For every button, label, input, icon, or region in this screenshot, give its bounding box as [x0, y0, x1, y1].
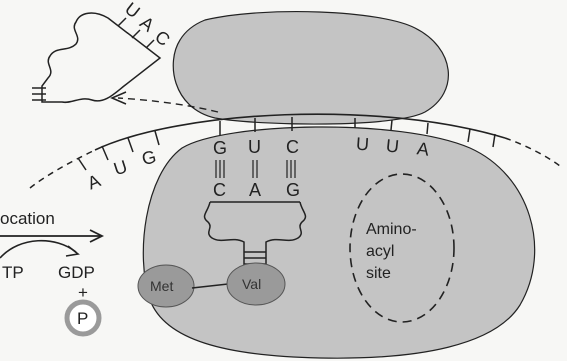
phosphate-label: P [77, 309, 88, 328]
codon-3-base-2: U [385, 135, 400, 156]
mrna-strand-left-dashed [29, 149, 96, 189]
bound-trna-anticodon: C A G [213, 180, 300, 200]
aminoacyl-site-label-line-3: site [366, 265, 391, 282]
exit-arrow [117, 97, 219, 113]
gtp-hydrolysis-arrowhead [65, 245, 80, 257]
codon-3-base-1: U [355, 134, 369, 155]
hydrogen-bonds [215, 160, 296, 178]
exiting-anticodon-base-3: C [151, 26, 174, 50]
translocation-arrowhead [89, 229, 105, 243]
aminoacyl-site-label-line-1: Amino- [366, 221, 417, 238]
met-label: Met [150, 278, 173, 294]
translocation-label: ocation [0, 209, 55, 228]
anticodon-base-3: G [286, 180, 300, 200]
codon-2-base-3: C [286, 137, 299, 157]
anticodon-base-2: A [249, 180, 261, 200]
codon-3-base-3: A [416, 138, 431, 159]
mrna-base-ticks [77, 117, 496, 171]
gtp-label: TP [2, 263, 24, 282]
codon-2-base-2: U [248, 137, 261, 157]
codon-1-base-2: U [111, 156, 130, 179]
codon-2-base-1: G [213, 138, 227, 158]
codon-3: U U A [355, 134, 430, 160]
aminoacyl-site-outline [349, 173, 455, 323]
codon-1: A U G [85, 146, 159, 193]
exiting-trna [32, 12, 162, 104]
aminoacyl-site-label-line-2: acyl [366, 243, 394, 260]
gtp-hydrolysis-curve [0, 239, 77, 259]
val-amino-acid [226, 262, 286, 306]
exiting-anticodon-base-2: A [136, 12, 158, 35]
phosphate-ring [64, 299, 102, 337]
plus-sign: + [78, 283, 88, 302]
val-label: Val [242, 276, 261, 292]
mrna-strand [94, 113, 506, 151]
anticodon-base-1: C [213, 180, 226, 200]
exit-arrowhead [110, 91, 127, 105]
codon-2: G U C [213, 137, 299, 158]
exiting-trna-anticodon: U A C [121, 0, 174, 50]
large-ribosomal-subunit [172, 10, 449, 125]
codon-1-base-1: A [85, 170, 104, 193]
mrna-strand-right-dashed [504, 137, 561, 167]
codon-1-base-3: G [140, 146, 158, 169]
small-ribosomal-subunit [142, 126, 536, 359]
peptide-bond [191, 283, 229, 289]
gdp-label: GDP [58, 263, 95, 282]
met-amino-acid [137, 264, 195, 308]
